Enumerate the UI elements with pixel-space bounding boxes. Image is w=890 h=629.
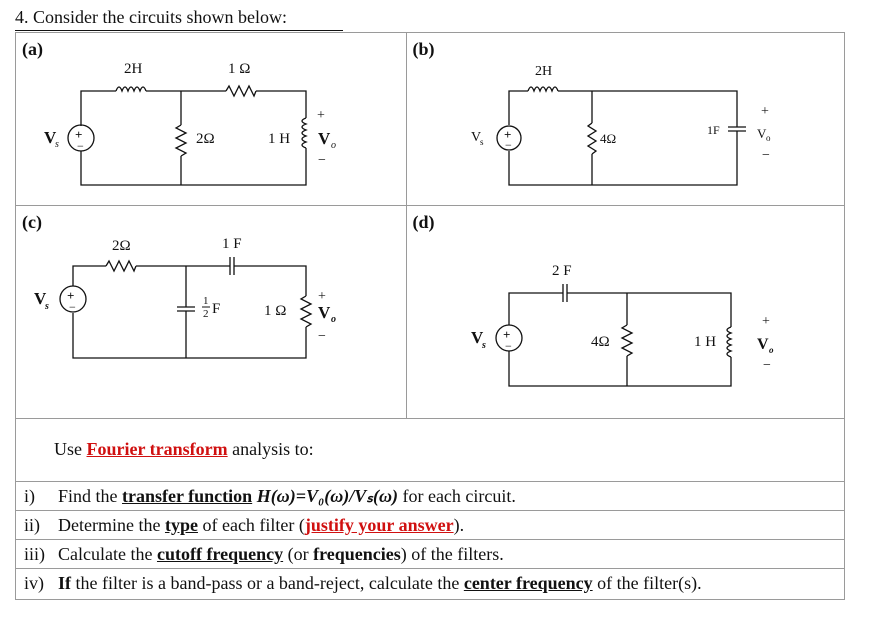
inductor-label: 1 H (268, 131, 290, 147)
question-number: i) (24, 486, 35, 506)
intro-suffix: analysis to: (227, 439, 314, 459)
circuit-d-cell: (d) + − V (407, 206, 844, 418)
question-text: the filter is a band-pass or a band-reje… (71, 573, 464, 593)
output-plus: + (317, 108, 325, 123)
question-text: Determine the (58, 515, 165, 535)
output-plus: + (762, 314, 770, 329)
question-text: Calculate the (58, 544, 157, 564)
question-number: iii) (24, 544, 45, 564)
circuit-b-label: (b) (412, 39, 435, 59)
question-item-2: ii) Determine the type of each filter (ju… (16, 510, 844, 540)
source-sub: s (481, 340, 486, 351)
output-minus: − (762, 148, 770, 163)
inductor-label: 1 H (694, 334, 716, 350)
source-sub: s (44, 301, 49, 312)
source-label: V (44, 128, 57, 147)
question-bold: If (58, 573, 71, 593)
output-label: V (318, 129, 331, 148)
source-plus: + (504, 127, 511, 142)
resistor-label: 4Ω (600, 131, 616, 146)
question-item-1: i) Find the transfer function H(ω)=V₀(ω)/… (16, 481, 844, 511)
circuit-a-diagram: + − V s 2H 1 Ω 2Ω 1 H + − V o (44, 61, 336, 186)
circuit-c-label: (c) (22, 212, 42, 232)
resistor-label: 4Ω (591, 334, 610, 350)
instructions-section: Use Fourier transform analysis to: i) Fin… (16, 419, 844, 599)
circuit-b-diagram: + − V s 2H 4Ω 1F + − V o (471, 64, 771, 186)
circuit-a-label: (a) (22, 39, 43, 59)
capacitor-unit: F (212, 301, 220, 317)
circuit-c-cell: (c) (16, 206, 406, 418)
output-minus: − (318, 329, 326, 344)
capacitor-label: 2 F (552, 263, 572, 279)
question-text: Find the (58, 486, 123, 506)
question-number: iv) (24, 573, 44, 593)
question-keyword: cutoff frequency (156, 544, 284, 564)
source-minus: − (505, 138, 512, 152)
output-label: V (757, 126, 767, 141)
question-text: for each circuit. (397, 486, 516, 506)
source-sub: s (480, 137, 484, 147)
circuit-d-diagram: + − V s 2 F 4Ω 1 H + − V o (471, 263, 774, 387)
output-minus: − (763, 358, 771, 373)
instructions-intro: Use Fourier transform analysis to: (54, 439, 314, 460)
source-minus: − (505, 339, 512, 353)
resistor-label: 1 Ω (228, 61, 250, 77)
output-label: V (757, 336, 769, 353)
question-keyword: type (164, 515, 198, 535)
capacitor-fraction-num: 1 (203, 295, 209, 307)
question-text: ) of the filters. (400, 544, 504, 564)
output-sub: o (766, 133, 771, 143)
source-plus: + (67, 288, 74, 303)
source-plus: + (503, 327, 510, 342)
fourier-transform-link: Fourier transform (86, 439, 228, 459)
capacitor-fraction-den: 2 (203, 308, 209, 320)
question-text: of each filter ( (197, 515, 305, 535)
question-keyword: center frequency (463, 573, 593, 593)
capacitor-label: 1F (707, 123, 720, 137)
output-label: V (318, 303, 331, 322)
question-item-3: iii) Calculate the cutoff frequency (or f… (16, 539, 844, 569)
problem-title: 4. Consider the circuits shown below: (15, 7, 287, 27)
resistor-label: 2Ω (112, 238, 131, 254)
source-minus: − (77, 139, 84, 153)
source-minus: − (69, 300, 76, 314)
question-keyword: transfer function (122, 486, 253, 506)
source-sub: s (55, 139, 59, 150)
question-text: (or (283, 544, 314, 564)
capacitor-label: 1 F (222, 236, 242, 252)
resistor-label: 1 Ω (264, 303, 286, 319)
output-plus: + (318, 289, 326, 304)
resistor-label: 2Ω (196, 131, 215, 147)
question-item-4: iv) If the filter is a band-pass or a ban… (16, 568, 844, 598)
circuit-table: (a) + (15, 32, 846, 600)
question-number: ii) (24, 515, 40, 535)
output-minus: − (318, 153, 326, 168)
output-plus: + (761, 104, 769, 119)
source-label: V (471, 130, 481, 145)
circuit-d-label: (d) (412, 212, 435, 232)
source-label: V (34, 289, 47, 308)
circuit-c-diagram: + − V s 2Ω 1 F 1 2 F 1 Ω + − V o (34, 236, 336, 359)
source-label: V (471, 328, 484, 347)
title-underline (15, 30, 343, 31)
output-sub: o (331, 140, 336, 151)
question-text: of the filter(s). (592, 573, 702, 593)
transfer-function-formula: H(ω)=V₀(ω)/Vₛ(ω) (256, 486, 398, 506)
justify-answer-text: justify your answer (304, 515, 454, 535)
inductor-label: 2H (535, 64, 552, 79)
question-text: ). (453, 515, 465, 535)
question-bold: frequencies (313, 544, 401, 564)
circuit-b-cell: (b) + − V (407, 33, 844, 205)
inductor-label: 2H (124, 61, 143, 77)
intro-prefix: Use (54, 439, 87, 459)
source-plus: + (75, 127, 82, 142)
circuit-a-cell: (a) + (16, 33, 406, 205)
output-sub: o (331, 314, 336, 325)
output-sub: o (769, 345, 774, 355)
